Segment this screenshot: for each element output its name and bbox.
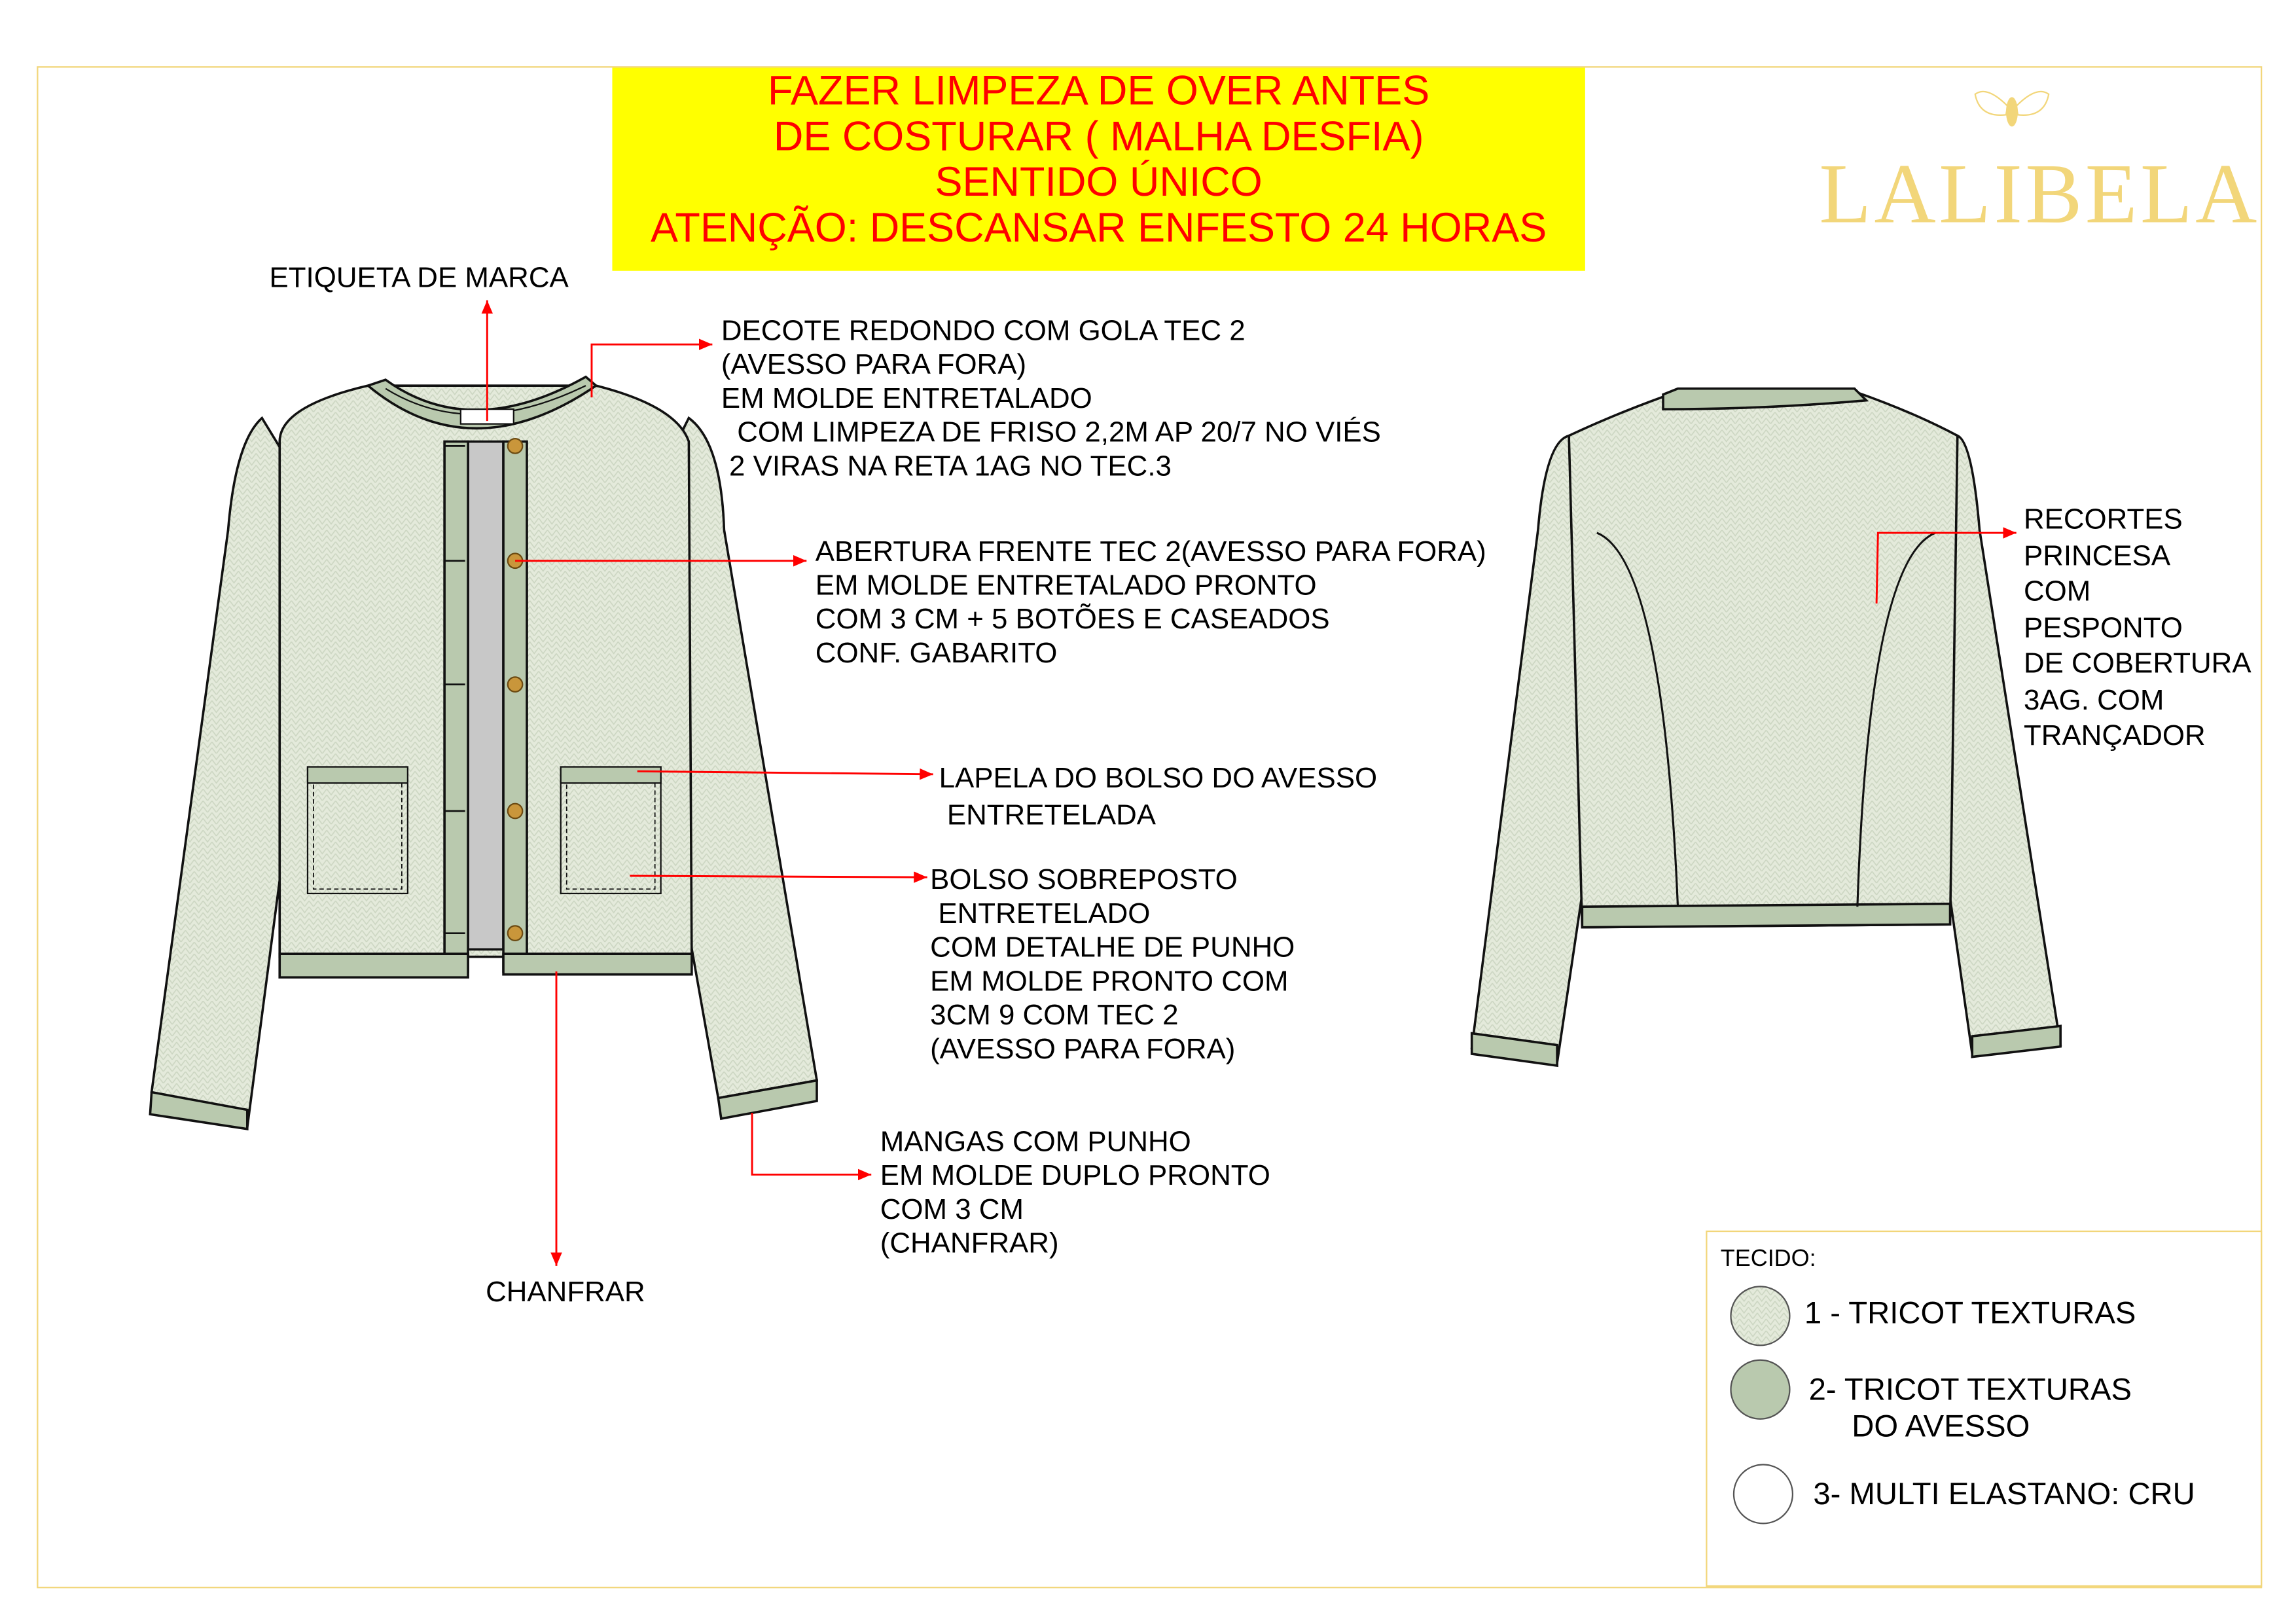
bee-icon <box>1974 90 2050 127</box>
warning-banner: FAZER LIMPEZA DE OVER ANTES DE COSTURAR … <box>612 67 1585 271</box>
callout-hem: CHANFRAR <box>486 1276 645 1309</box>
callout-pocket-flap: LAPELA DO BOLSO DO AVESSO ENTRETELADA <box>939 762 1378 832</box>
swatch-fabric-1 <box>1730 1286 1791 1346</box>
callout-princess-seams: RECORTES PRINCESA COM PESPONTO DE COBERT… <box>2023 503 2251 753</box>
brand-logo: LALIBELA <box>1819 145 2260 242</box>
front-jacket-drawing <box>149 375 819 1130</box>
legend-item: 3- MULTI ELASTANO: CRU <box>1813 1477 2195 1512</box>
banner-line: DE COSTURAR ( MALHA DESFIA) <box>773 113 1424 159</box>
callout-front-opening: ABERTURA FRENTE TEC 2(AVESSO PARA FORA) … <box>815 535 1486 670</box>
callout-brand-label: ETIQUETA DE MARCA <box>269 262 569 295</box>
callout-patch-pocket: BOLSO SOBREPOSTO ENTRETELADO COM DETALHE… <box>930 863 1295 1066</box>
legend-item: 1 - TRICOT TEXTURAS <box>1804 1297 2136 1331</box>
swatch-fabric-3 <box>1732 1464 1794 1525</box>
legend-item: 2- TRICOT TEXTURAS DO AVESSO <box>1808 1373 2132 1444</box>
legend-title: TECIDO: <box>1720 1246 1816 1272</box>
back-jacket-drawing <box>1470 387 2062 1068</box>
banner-line: SENTIDO ÚNICO <box>935 158 1263 205</box>
callout-sleeves: MANGAS COM PUNHO EM MOLDE DUPLO PRONTO C… <box>880 1126 1270 1260</box>
banner-line: ATENÇÃO: DESCANSAR ENFESTO 24 HORAS <box>651 204 1547 251</box>
swatch-fabric-2 <box>1730 1359 1791 1420</box>
annotation-arrows <box>481 300 2017 1266</box>
fabric-legend <box>1706 1230 2263 1587</box>
callout-neckline: DECOTE REDONDO COM GOLA TEC 2 (AVESSO PA… <box>721 315 1381 483</box>
banner-line: FAZER LIMPEZA DE OVER ANTES <box>768 67 1430 114</box>
page-frame <box>37 66 2263 1589</box>
